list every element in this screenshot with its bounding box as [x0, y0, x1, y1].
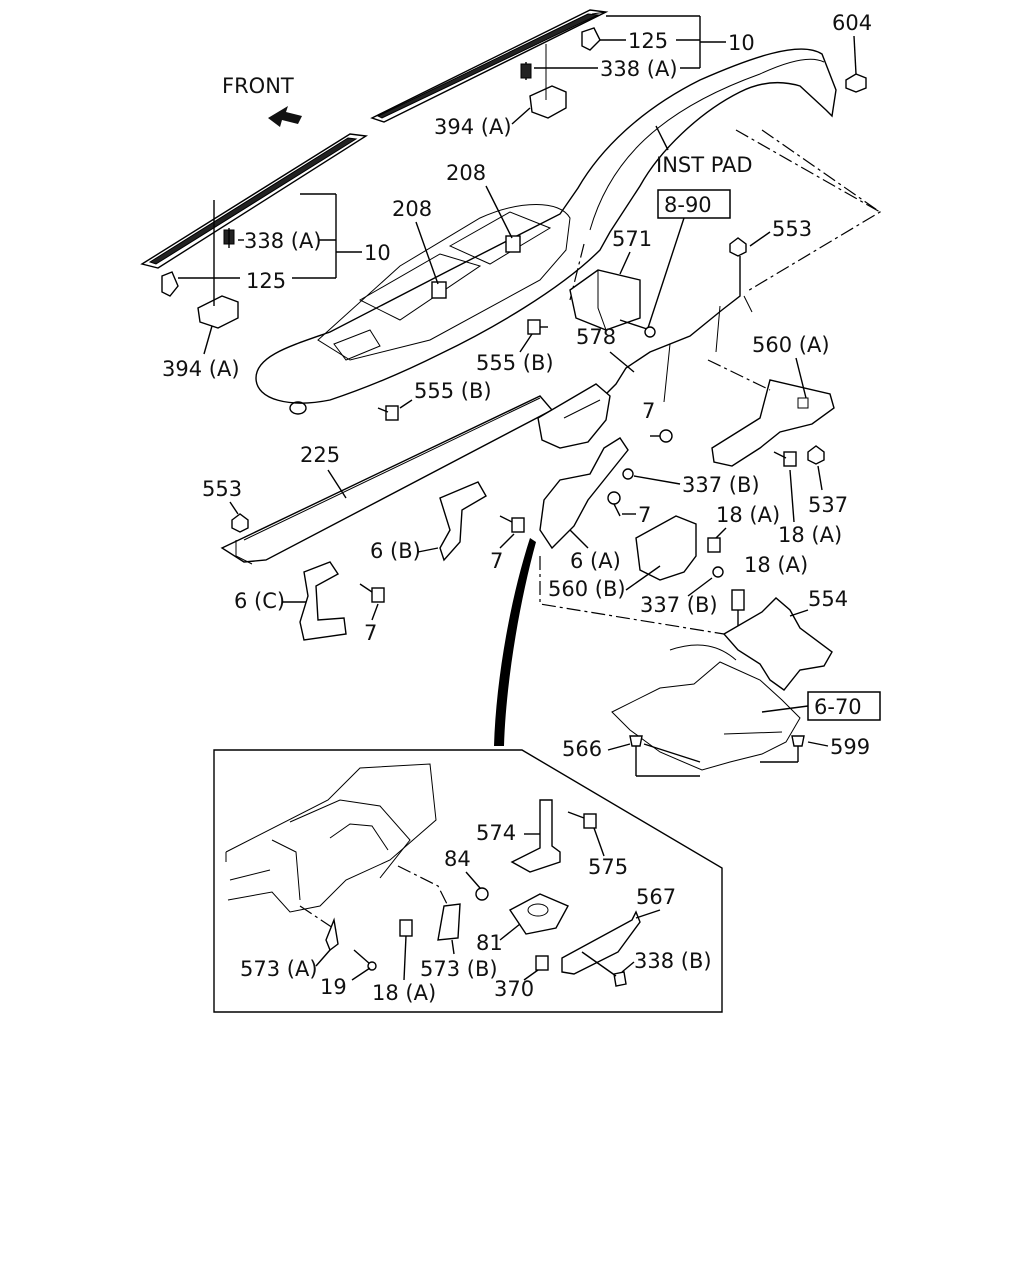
defroster-grille-left [140, 133, 369, 269]
duct-571 [569, 269, 641, 331]
defroster-grille-top [370, 9, 609, 123]
clip-125-top [581, 27, 601, 51]
label-537: 537 [808, 493, 848, 517]
ref-6-70: 6-70 [814, 695, 862, 719]
label-10: 10 [728, 31, 755, 55]
bracket-573b [437, 903, 461, 941]
crossmember-225 [220, 395, 554, 565]
instrument-pad [255, 48, 837, 415]
inst-pad-label: INST PAD [656, 153, 753, 177]
label-337b-a: 337 (B) [682, 473, 760, 497]
screw-338a-left [223, 228, 235, 248]
label-338b: 338 (B) [634, 949, 712, 973]
part-81 [508, 893, 569, 935]
label-370: 370 [494, 977, 534, 1001]
label-566: 566 [562, 737, 602, 761]
stay-6b [439, 481, 487, 562]
screw-338b [613, 971, 627, 987]
label-18a-c: 18 (A) [744, 553, 808, 577]
bracket-554 [722, 597, 833, 691]
label-573a: 573 (A) [240, 957, 318, 981]
lower-panel [611, 661, 801, 771]
label-337b-b: 337 (B) [640, 593, 718, 617]
label-18a-d: 18 (A) [372, 981, 436, 1005]
label-7-a: 7 [642, 399, 655, 423]
center-bracket [537, 383, 611, 449]
label-6c: 6 (C) [234, 589, 285, 613]
label-84: 84 [444, 847, 471, 871]
bracket-394a-left [197, 295, 239, 329]
detail-pointer [494, 538, 536, 746]
detail-inset [213, 749, 723, 1013]
label-225: 225 [300, 443, 340, 467]
label-18a-a: 18 (A) [716, 503, 780, 527]
bracket-560a [711, 379, 835, 467]
label-6a: 6 (A) [570, 549, 621, 573]
label-573b: 573 (B) [420, 957, 498, 981]
front-label: FRONT [222, 74, 294, 98]
label-7-b: 7 [490, 549, 503, 573]
bracket-394a-top [529, 85, 567, 119]
screw-566 [629, 735, 643, 747]
label-571: 571 [612, 227, 652, 251]
front-arrow-icon [268, 106, 302, 127]
label-7-c: 7 [638, 503, 651, 527]
label-567: 567 [636, 885, 676, 909]
label-7-d: 7 [364, 621, 377, 645]
label-554: 554 [808, 587, 848, 611]
bracket-560b [635, 515, 697, 581]
label-338a: 338 (A) [600, 57, 678, 81]
nut-553-left [231, 513, 249, 533]
label-553-left: 553 [202, 477, 242, 501]
ref-box-8-90[interactable]: 8-90 [657, 189, 731, 219]
label-560a: 560 (A) [752, 333, 830, 357]
label-604: 604 [832, 11, 872, 35]
label-208-b: 208 [446, 161, 486, 185]
label-125: 125 [628, 29, 668, 53]
cover-567 [561, 910, 641, 975]
screw-338a-top [520, 62, 532, 80]
screw-555b-b [377, 405, 399, 421]
screw-555b-a [527, 319, 548, 335]
label-574: 574 [476, 821, 516, 845]
label-125-left: 125 [246, 269, 286, 293]
front-indicator: FRONT [222, 74, 302, 127]
label-6b: 6 (B) [370, 539, 421, 563]
label-81: 81 [476, 931, 503, 955]
label-208-a: 208 [392, 197, 432, 221]
label-394a-left: 394 (A) [162, 357, 240, 381]
clip-125-left [161, 271, 179, 297]
bracket-573a [325, 917, 339, 952]
label-553-right: 553 [772, 217, 812, 241]
bracket-574 [510, 799, 561, 873]
label-19: 19 [320, 975, 347, 999]
label-394a: 394 (A) [434, 115, 512, 139]
nut-553-right [729, 237, 747, 257]
screw-599 [791, 735, 805, 747]
label-578: 578 [576, 325, 616, 349]
nut-537 [807, 445, 825, 465]
label-18a-b: 18 (A) [778, 523, 842, 547]
label-560b: 560 (B) [548, 577, 626, 601]
label-555b-a: 555 (B) [476, 351, 554, 375]
clip-604 [845, 73, 867, 93]
label-10-left: 10 [364, 241, 391, 265]
label-575: 575 [588, 855, 628, 879]
ref-8-90: 8-90 [664, 193, 712, 217]
ref-box-6-70[interactable]: 6-70 [807, 691, 881, 721]
label-555b-b: 555 (B) [414, 379, 492, 403]
label-338a-left: 338 (A) [244, 229, 322, 253]
stay-6c [299, 561, 347, 641]
label-599: 599 [830, 735, 870, 759]
